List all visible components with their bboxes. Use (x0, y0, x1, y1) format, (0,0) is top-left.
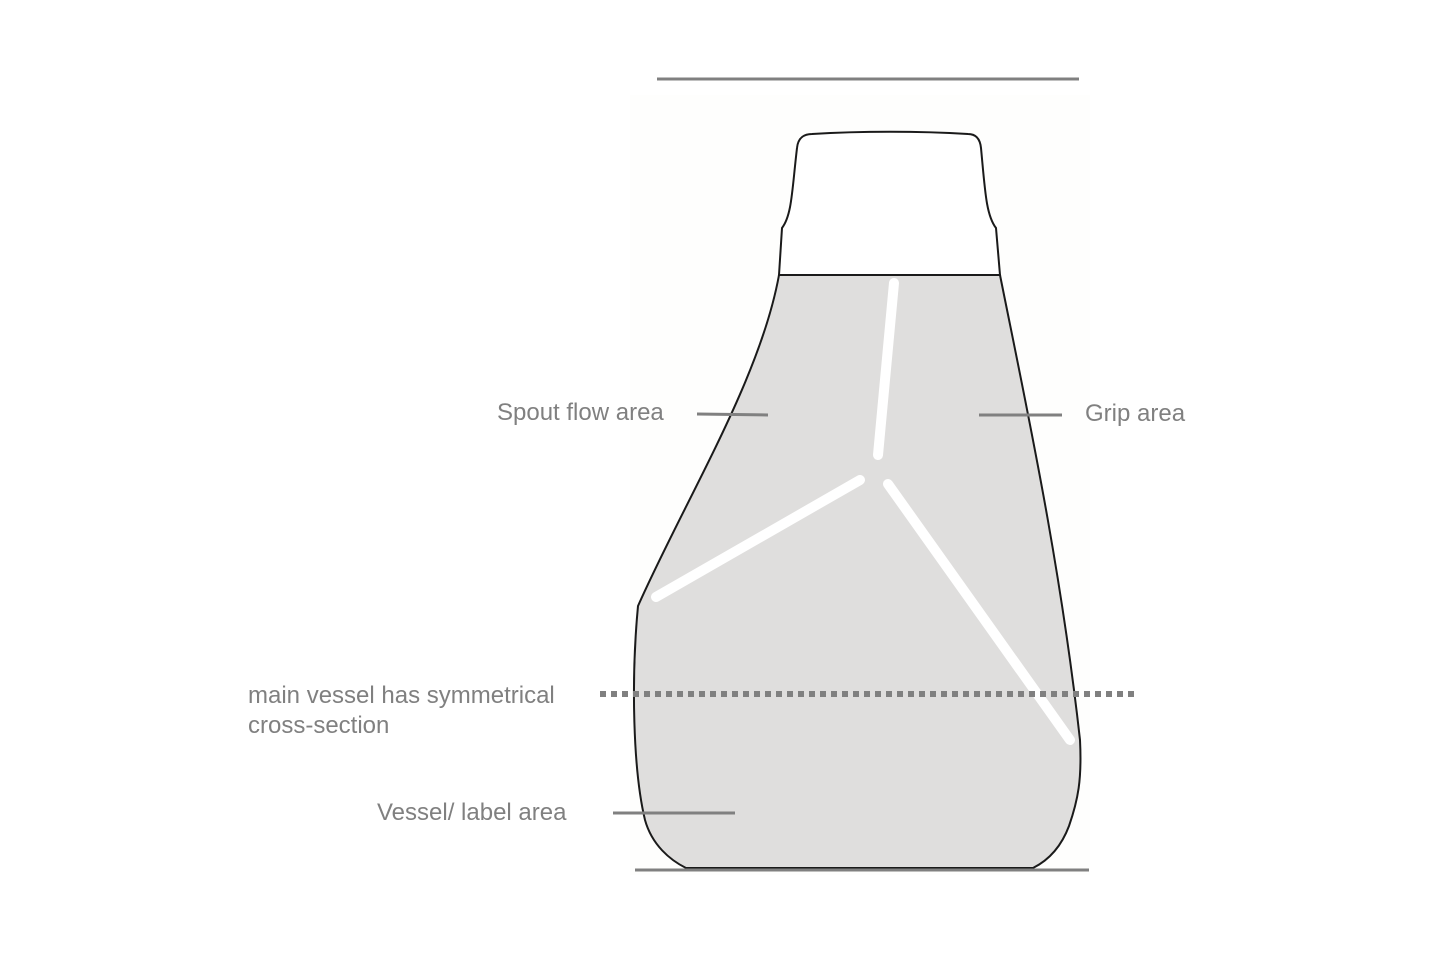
highlight-line-left (651, 475, 865, 602)
highlight-line-top (873, 278, 899, 460)
symmetrical-cross-section-label: main vessel has symmetrical cross-sectio… (248, 681, 555, 741)
grip-area-label: Grip area (1085, 400, 1186, 427)
vessel-label-area-label: Vessel/ label area (377, 799, 567, 826)
structure-highlight-lines (651, 278, 1075, 745)
bottle-cap (777, 130, 1002, 276)
spout-flow-area-label: Spout flow area (497, 399, 664, 426)
symmetrical-cross-section-label-line2: cross-section (248, 712, 390, 739)
highlight-line-right (883, 479, 1075, 745)
spout-leader-line (696, 412, 769, 417)
bottle-body (632, 274, 1082, 869)
symmetrical-cross-section-label-line1: main vessel has symmetrical (248, 682, 555, 709)
